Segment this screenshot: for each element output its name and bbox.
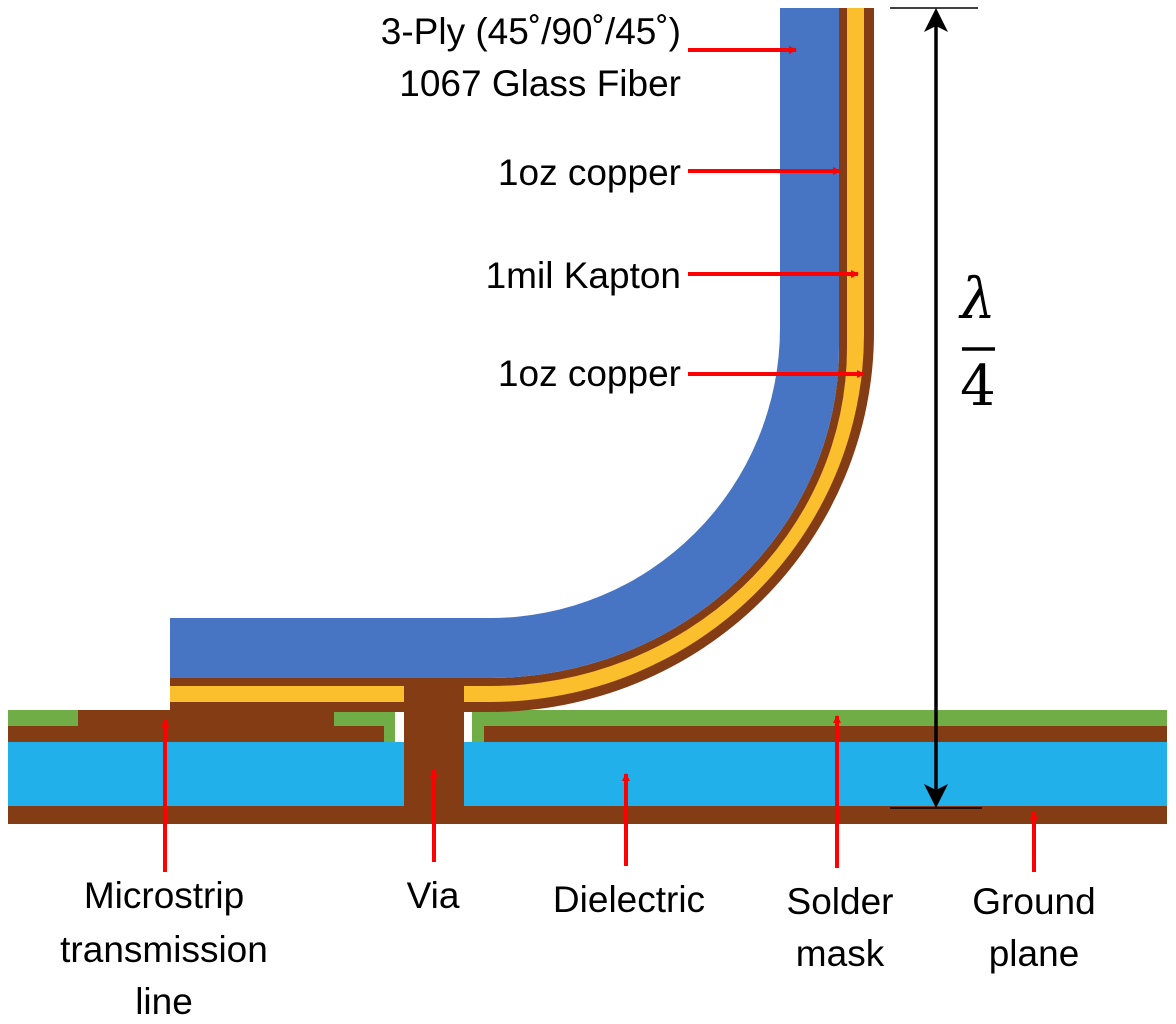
label-arrows (161, 46, 1038, 872)
layer-labels: 3-Ply (45˚/90˚/45˚) 1067 Glass Fiber 1oz… (60, 11, 1096, 1022)
label-solder-line2: mask (796, 933, 885, 974)
label-glass-fiber-line2: 1067 Glass Fiber (399, 63, 681, 104)
label-ground-line1: Ground (972, 881, 1095, 922)
label-microstrip-line3: line (135, 981, 193, 1022)
lambda-symbol: λ (958, 267, 996, 332)
microstrip-pad (78, 710, 334, 726)
label-copper-top: 1oz copper (498, 152, 681, 193)
top-copper-right (484, 726, 1167, 742)
label-microstrip-line1: Microstrip (84, 875, 244, 916)
label-kapton: 1mil Kapton (486, 255, 681, 296)
solder-mask-left (8, 710, 78, 726)
label-ground-line2: plane (989, 933, 1080, 974)
fraction-denominator: 4 (960, 354, 996, 419)
dielectric-layer (8, 742, 1167, 806)
label-copper-bottom: 1oz copper (498, 353, 681, 394)
dimension-arrow-bottom (924, 784, 948, 808)
solder-mask-right (472, 710, 1167, 742)
label-dielectric: Dielectric (553, 879, 705, 920)
label-microstrip-line2: transmission (60, 929, 268, 970)
quarter-wavelength-dimension: λ 4 (890, 7, 996, 809)
solder-mask-center (334, 710, 395, 742)
label-solder-line1: Solder (787, 881, 894, 922)
pcb-stack (8, 710, 1167, 824)
dimension-arrow-top (924, 8, 948, 32)
top-copper-left (8, 726, 384, 742)
glass-fiber-layer (170, 8, 839, 678)
ground-plane (8, 806, 1167, 824)
label-glass-fiber-line1: 3-Ply (45˚/90˚/45˚) (381, 11, 681, 52)
flex-antenna (170, 8, 874, 824)
label-via: Via (407, 875, 460, 916)
